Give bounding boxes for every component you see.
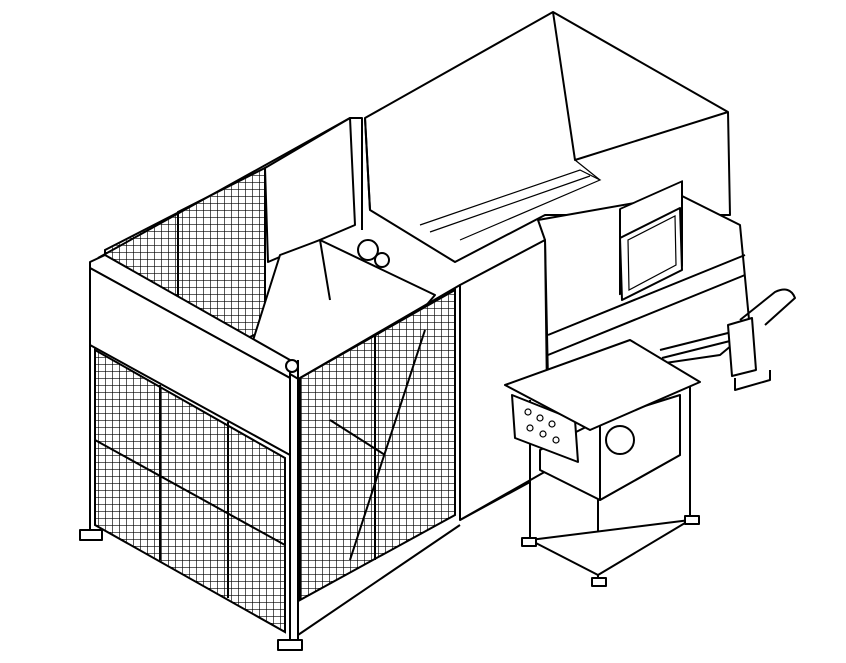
- control-roof: [504, 339, 701, 431]
- foot-plate: [79, 529, 103, 541]
- foot-plate: [277, 639, 303, 651]
- hydraulic-handle: [659, 288, 796, 391]
- control-buttons: [524, 408, 560, 444]
- compactor-body: [459, 180, 751, 521]
- control-station: [504, 339, 701, 587]
- side-fence: [297, 284, 461, 636]
- front-fence: [79, 254, 303, 651]
